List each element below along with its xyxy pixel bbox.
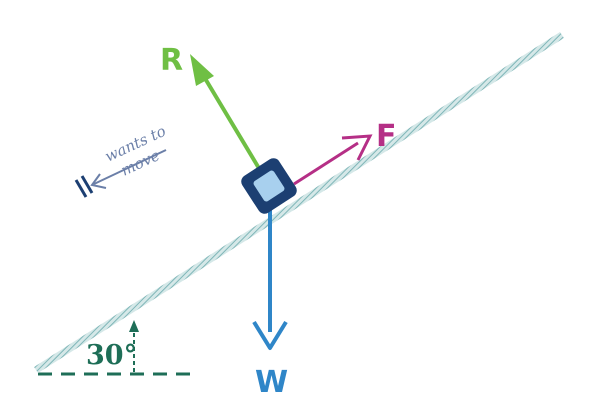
reaction-force-label: R (160, 43, 183, 78)
angle-label: 30° (86, 340, 137, 371)
friction-force-label: F (376, 119, 397, 154)
weight-force-arrow (252, 200, 288, 350)
angle-marker (129, 320, 139, 372)
block (241, 158, 297, 214)
friction-force-arrow (293, 134, 373, 186)
motion-direction-arrow (74, 149, 167, 198)
inclined-plane (34, 32, 564, 373)
weight-force-label: W (255, 365, 288, 400)
